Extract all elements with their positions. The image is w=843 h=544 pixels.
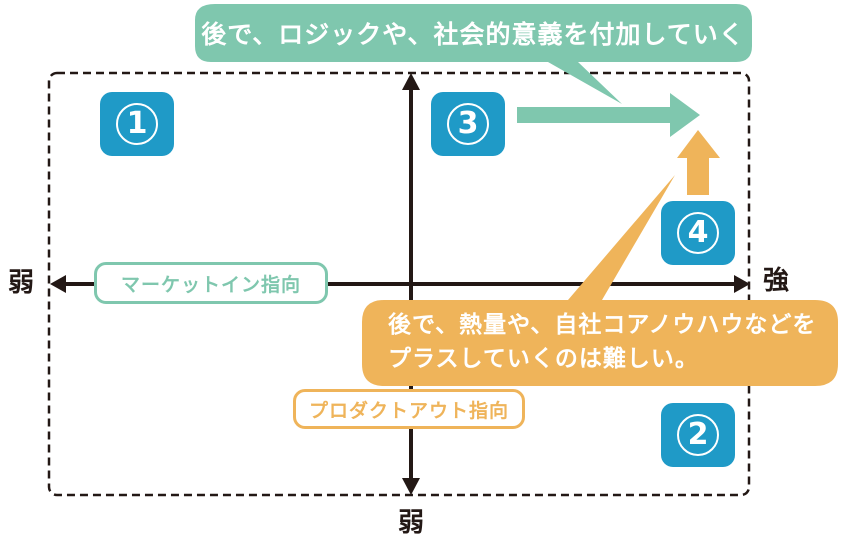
quadrant-number-1: 1 <box>116 103 158 145</box>
quadrant-badge-2: 2 <box>661 403 735 467</box>
top-callout-text: 後で、ロジックや、社会的意義を付加していく <box>201 20 745 49</box>
axis-arrow-down-icon <box>402 478 420 495</box>
quadrant-number-3: 3 <box>447 103 489 145</box>
axis-label-right-strong: 強 <box>763 266 790 296</box>
quadrant-badge-3: 3 <box>431 92 505 156</box>
bottom-callout-line-2: プラスしていくのは難しい。 <box>388 346 699 372</box>
axis-label-left-weak: 弱 <box>8 268 35 298</box>
axis-arrow-left-icon <box>50 275 66 293</box>
quadrant-number-4: 4 <box>677 212 719 254</box>
quadrant-badge-1: 1 <box>100 92 174 156</box>
teal-right-arrow-icon <box>517 93 700 137</box>
axis-arrow-right-icon <box>734 275 750 293</box>
top-callout-bubble <box>195 4 752 104</box>
orange-up-arrow-icon <box>677 130 720 195</box>
bottom-callout-bubble <box>362 175 838 386</box>
market-in-label: マーケットイン指向 <box>94 262 328 304</box>
axis-label-bottom-weak: 弱 <box>398 508 425 538</box>
product-out-label: プロダクトアウト指向 <box>293 389 525 429</box>
quadrant-badge-4: 4 <box>661 201 735 265</box>
bottom-callout-line-1: 後で、熱量や、自社コアノウハウなどを <box>388 312 817 338</box>
quadrant-number-2: 2 <box>677 414 719 456</box>
axis-arrow-up-icon <box>402 73 420 90</box>
bottom-callout-text: 後で、熱量や、自社コアノウハウなどを プラスしていくのは難しい。 <box>388 308 828 376</box>
